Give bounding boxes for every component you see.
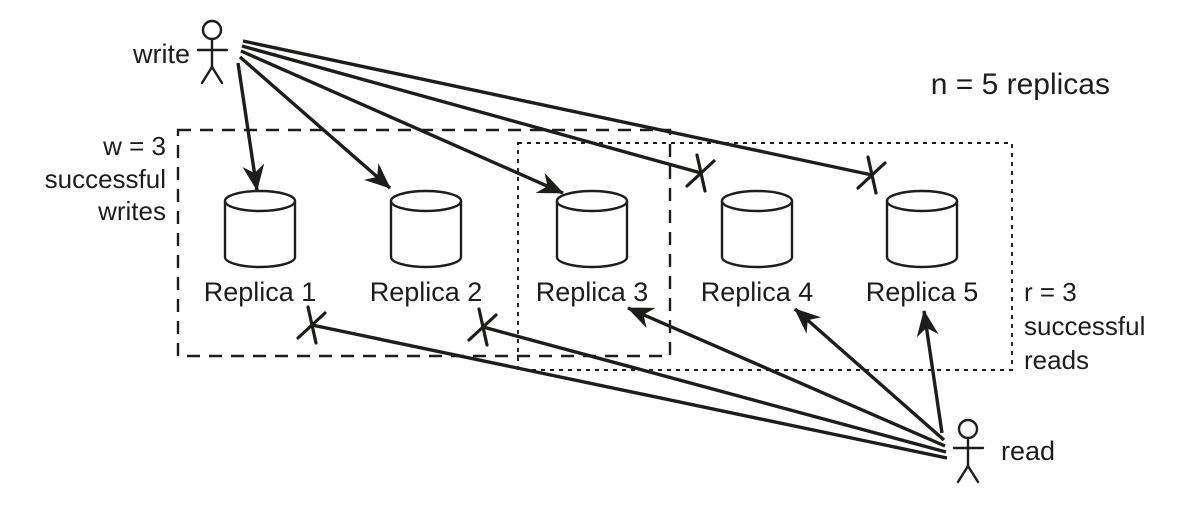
write-actor: write <box>132 19 229 85</box>
write-quorum-annotation: w = 3 successful writes <box>45 131 166 226</box>
read-quorum-line-1: r = 3 <box>1024 277 1077 307</box>
write-arrow-to-replica-2 <box>238 55 392 190</box>
replica-1: Replica 1 <box>204 189 317 307</box>
read-arrow-to-replica-3 <box>627 306 946 448</box>
replica-label: Replica 1 <box>204 277 317 307</box>
database-cylinder-icon <box>389 189 463 269</box>
replica-4: Replica 4 <box>701 189 814 307</box>
replica-3: Replica 3 <box>536 189 649 307</box>
write-quorum-line-3: writes <box>97 196 166 226</box>
failed-write-x-icon <box>685 153 716 193</box>
replica-label: Replica 5 <box>866 277 979 307</box>
replica-2: Replica 2 <box>370 189 483 307</box>
replica-label: Replica 4 <box>701 277 814 307</box>
read-line-failed-replica-1 <box>311 323 948 460</box>
replica-count-label: n = 5 replicas <box>931 68 1110 101</box>
replica-label: Replica 2 <box>370 277 483 307</box>
read-quorum-line-3: reads <box>1024 345 1089 375</box>
database-cylinder-icon <box>555 189 629 269</box>
write-request-arrows <box>236 39 887 195</box>
failed-read-x-icon <box>296 305 327 345</box>
write-arrow-to-replica-1 <box>236 62 265 191</box>
database-cylinder-icon <box>885 189 959 269</box>
read-request-arrows <box>296 305 948 460</box>
database-cylinder-icon <box>720 189 794 269</box>
replica-label: Replica 3 <box>536 277 649 307</box>
write-quorum-line-1: w = 3 <box>102 131 166 161</box>
read-arrow-to-replica-4 <box>793 307 946 442</box>
replica-5: Replica 5 <box>866 189 979 307</box>
stick-figure-icon <box>196 19 229 85</box>
write-actor-label: write <box>132 39 190 69</box>
read-quorum-line-2: successful <box>1024 311 1145 341</box>
failed-read-x-icon <box>467 307 498 347</box>
read-arrow-to-replica-5 <box>916 310 944 434</box>
write-quorum-line-2: successful <box>45 164 166 194</box>
database-cylinder-icon <box>223 189 297 269</box>
write-line-failed-replica-5 <box>242 39 873 177</box>
failed-write-x-icon <box>856 155 887 195</box>
read-quorum-box <box>517 142 1013 371</box>
read-quorum-annotation: r = 3 successful reads <box>1024 277 1145 375</box>
write-line-failed-replica-4 <box>241 44 702 175</box>
write-arrow-to-replica-3 <box>240 49 564 195</box>
read-line-failed-replica-2 <box>482 325 947 454</box>
stick-figure-icon <box>952 418 985 484</box>
read-actor: read <box>952 418 1055 484</box>
read-actor-label: read <box>1001 436 1055 466</box>
